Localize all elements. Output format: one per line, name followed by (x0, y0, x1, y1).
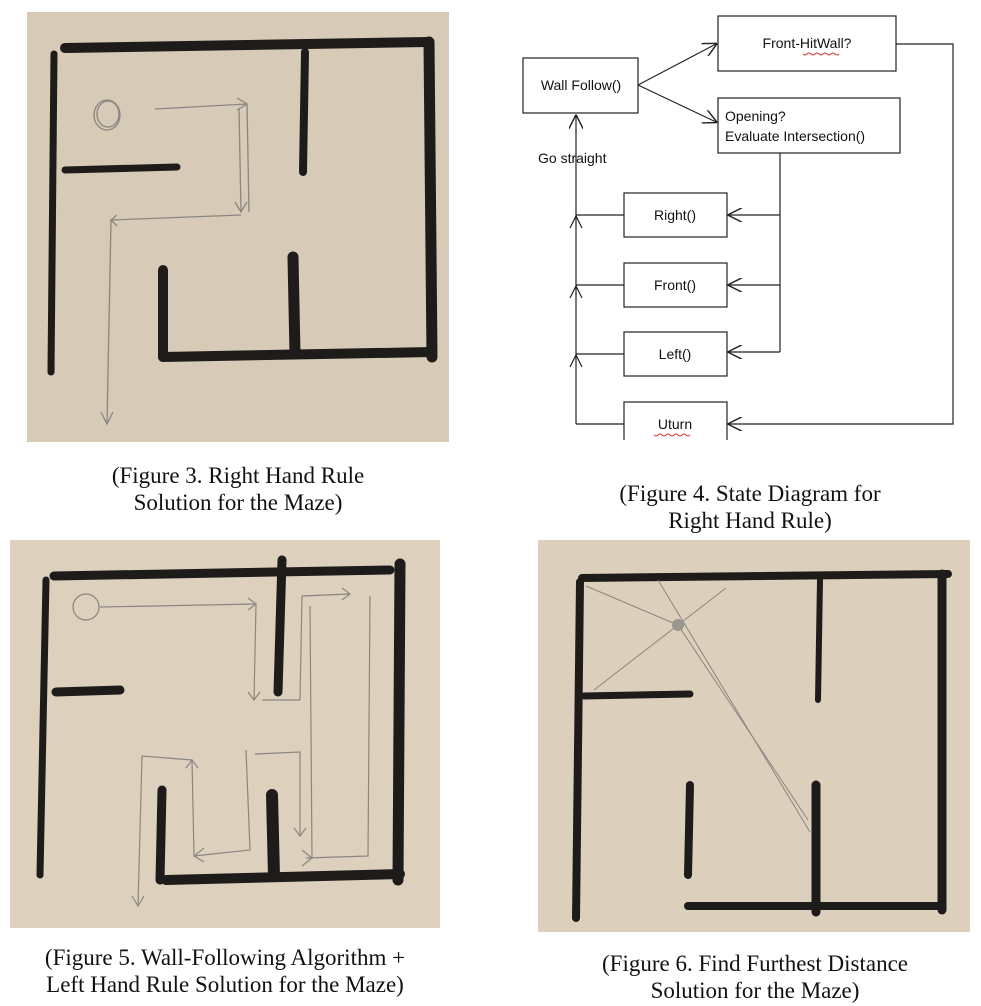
figure-3-caption-line-2: Solution for the Maze) (133, 490, 343, 515)
figure-5-photo (10, 540, 440, 928)
arrowhead-left-return (569, 353, 583, 368)
figure-6-photo (538, 540, 970, 932)
figure-6-caption: (Figure 6. Find Furthest Distance Soluti… (540, 950, 970, 1004)
figure-5-caption-line-2: Left Hand Rule Solution for the Maze) (46, 972, 404, 997)
figure-4-state-diagram: Wall Follow() Front-HitWall? Opening? Ev… (520, 10, 960, 440)
node-wall-follow-box (522, 57, 639, 114)
edge-wallfollow-to-hitwall (637, 44, 716, 86)
spellcheck-squiggle-uturn (653, 433, 691, 437)
figure-5-caption-line-1: (Figure 5. Wall-Following Algorithm + (44, 945, 406, 970)
figure-4-caption-line-1: (Figure 4. State Diagram for (619, 481, 881, 506)
figure-6-caption-line-2: Solution for the Maze) (650, 978, 860, 1003)
node-wall-follow-label: Wall Follow() (541, 77, 621, 93)
node-left-label: Left() (659, 346, 692, 362)
edge-go-straight-label: Go straight (538, 150, 607, 166)
arrowhead-front-return (569, 284, 583, 299)
edge-hitwall-to-uturn (729, 43, 954, 424)
node-uturn-label: Uturn (658, 416, 692, 432)
figure-3-caption-line-1: (Figure 3. Right Hand Rule (111, 463, 365, 488)
node-front-box (623, 262, 728, 308)
figure-6-caption-line-1: (Figure 6. Find Furthest Distance (602, 951, 908, 976)
node-left-box (623, 331, 728, 377)
edge-wallfollow-to-opening (637, 84, 716, 122)
node-opening-box (717, 97, 901, 154)
figure-3-photo (27, 12, 449, 442)
node-front-hitwall-label: Front-HitWall? (763, 35, 852, 51)
node-right-label: Right() (654, 207, 696, 223)
figure-5-caption: (Figure 5. Wall-Following Algorithm + Le… (10, 944, 440, 998)
spellcheck-squiggle-hitwall (802, 52, 840, 56)
node-opening-label-line-2: Evaluate Intersection() (725, 128, 865, 144)
figure-4-caption: (Figure 4. State Diagram for Right Hand … (540, 480, 960, 534)
figure-3-caption: (Figure 3. Right Hand Rule Solution for … (27, 462, 449, 516)
figure-4-caption-line-2: Right Hand Rule) (668, 508, 832, 533)
arrowhead-right-return (569, 214, 583, 229)
robot-marker-icon (672, 619, 684, 631)
node-opening-label-line-1: Opening? (725, 108, 786, 124)
node-front-label: Front() (654, 277, 696, 293)
